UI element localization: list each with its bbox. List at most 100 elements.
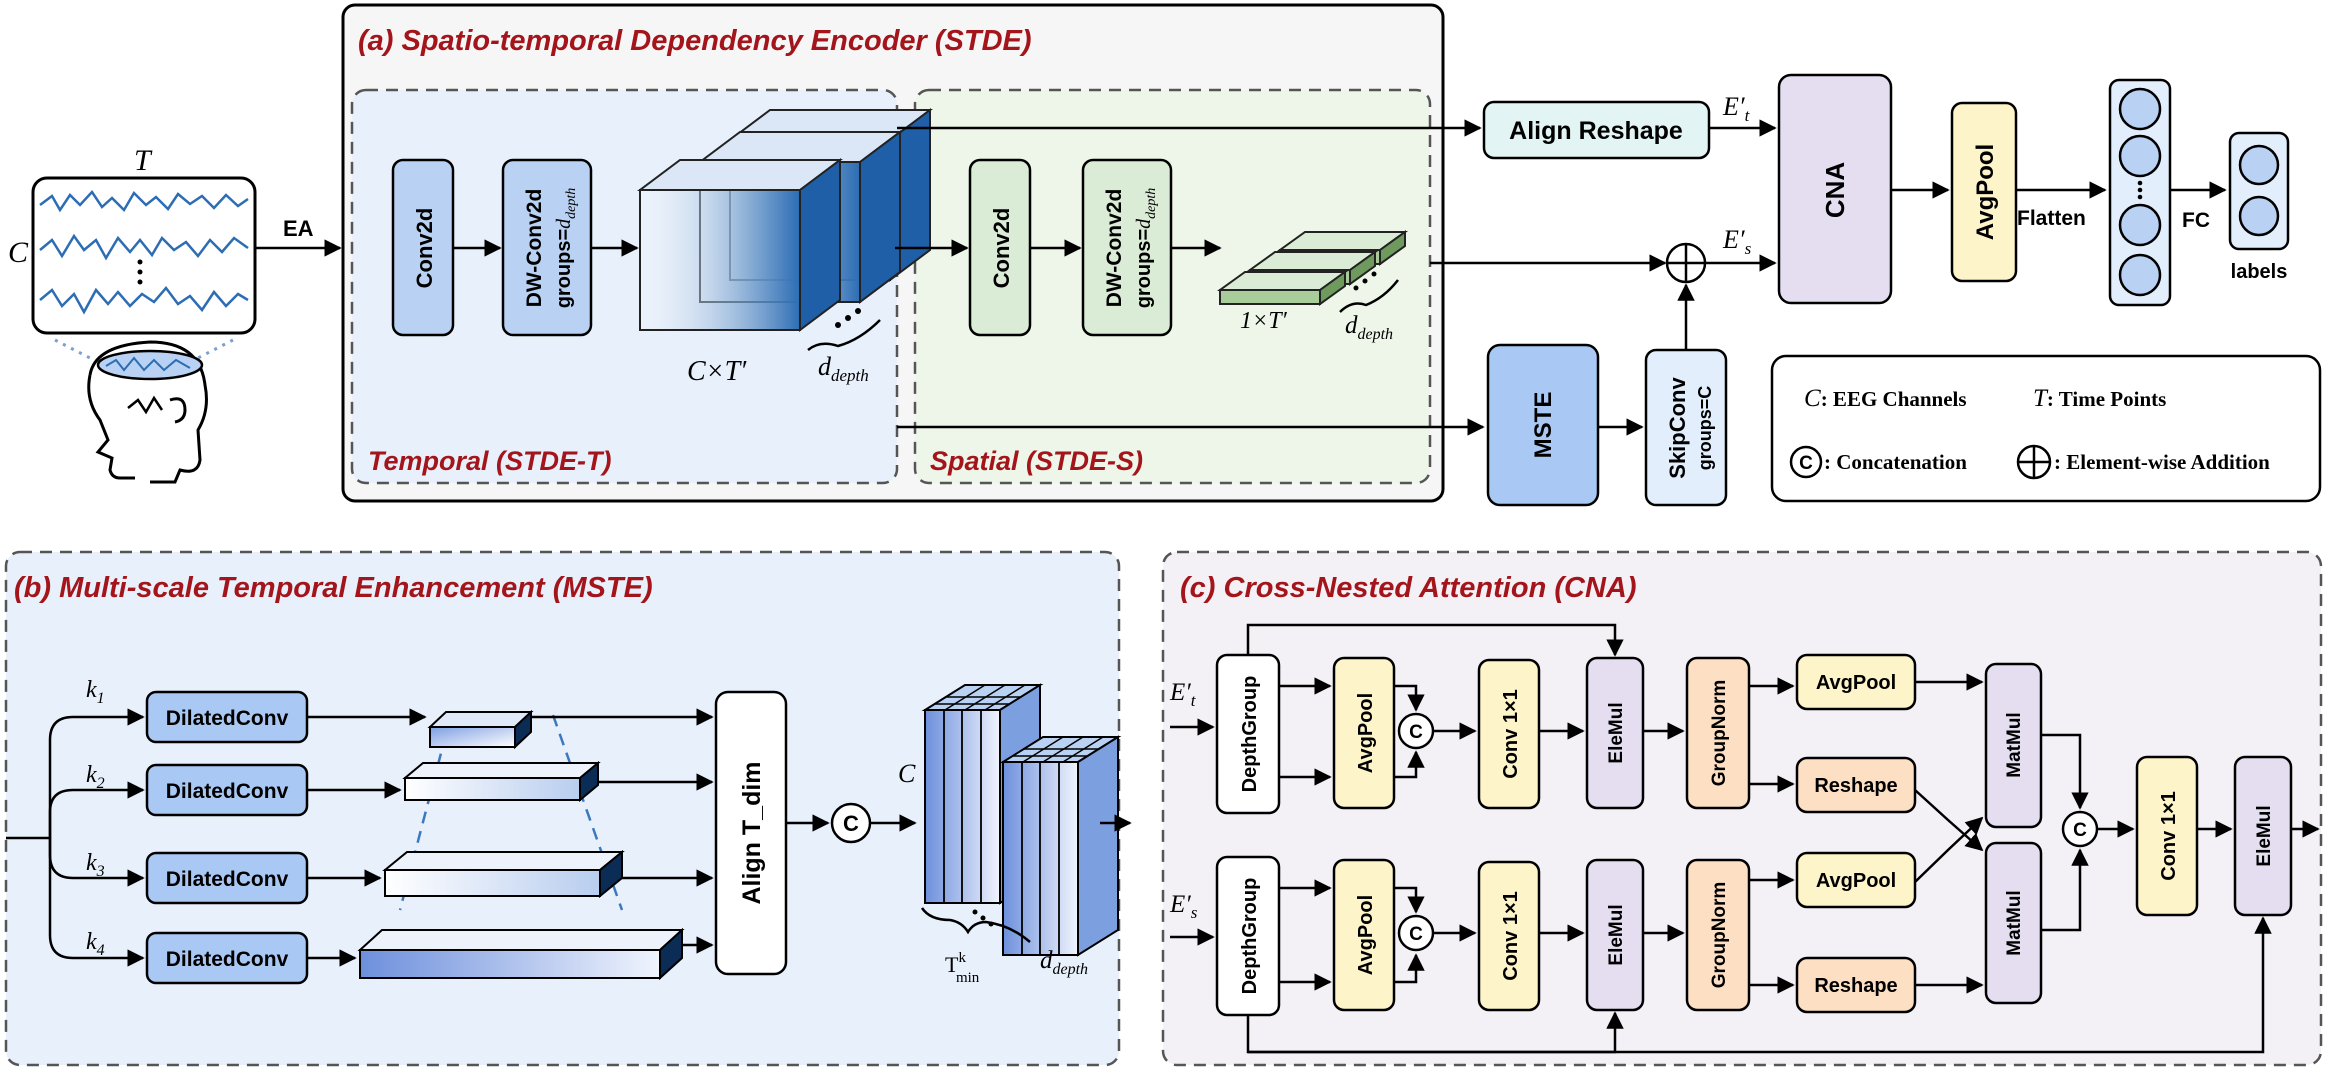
input-label-c: C — [8, 236, 29, 269]
eeg-input: T C EA — [8, 144, 342, 484]
skipconv-groups: groups=C — [1695, 386, 1715, 471]
top-reshape-block[interactable] — [1795, 756, 1917, 814]
fc-label: FC — [2182, 209, 2210, 232]
et-label: E′t — [1722, 92, 1751, 125]
top-avgpool-label: AvgPool — [1355, 693, 1377, 773]
s-conv2d-label: Conv2d — [989, 208, 1014, 289]
bottom-reshape-label: Reshape — [1814, 975, 1897, 997]
legend-add: : Element-wise Addition — [2054, 450, 2270, 474]
final-conv-label: Conv 1×1 — [2158, 791, 2180, 880]
final-elemul-label: EleMul — [2254, 805, 2275, 866]
dilatedconv-3-label: DilatedConv — [166, 868, 289, 891]
multiscale-feature-tensor — [920, 683, 1122, 957]
align-tdim-label: Align T_dim — [738, 761, 766, 904]
head-icon — [87, 340, 208, 484]
flatten-label: Flatten — [2017, 207, 2086, 230]
t-feature-dim: C×T′ — [687, 356, 747, 387]
dilatedconv-1-label: DilatedConv — [166, 707, 289, 730]
k1-label: k1 — [86, 677, 105, 707]
s-feature-dim: 1×T′ — [1240, 308, 1288, 334]
top-reshape-label: Reshape — [1814, 775, 1897, 797]
bottom-conv-block[interactable] — [1477, 860, 1541, 1012]
mste-block[interactable] — [1486, 343, 1600, 507]
concat-circle-icon — [1789, 445, 1823, 479]
k3-label: k3 — [86, 850, 105, 880]
top-matmul-label: MatMul — [2004, 712, 2025, 777]
bottom-avgpool2-block[interactable] — [1795, 851, 1917, 909]
cna-et-label: E′t — [1169, 679, 1197, 710]
bottom-groupnorm-label: GroupNorm — [1709, 882, 1730, 989]
scale-plate-2 — [402, 760, 601, 803]
spatial-label: Spatial (STDE-S) — [930, 446, 1143, 476]
scale-plate-3 — [382, 849, 625, 899]
legend-concat-symbol: C — [1799, 453, 1813, 474]
es-label: E′s — [1722, 225, 1752, 258]
align-reshape-block[interactable] — [1482, 100, 1711, 160]
legend-c: C: EEG Channels — [1804, 385, 1967, 412]
t-conv2d-label: Conv2d — [412, 208, 437, 289]
t-dwconv-label: DW-Conv2d — [523, 189, 546, 308]
avgpool-block[interactable] — [1950, 101, 2018, 283]
labels-label: labels — [2231, 261, 2288, 283]
top-depthgroup-label: DepthGroup — [1239, 676, 1261, 793]
bottom-avgpool2-label: AvgPool — [1816, 870, 1896, 892]
bottom-matmul-block[interactable] — [1984, 841, 2043, 1005]
bottom-avgpool-label: AvgPool — [1355, 895, 1377, 975]
bottom-avgpool-block[interactable] — [1332, 858, 1396, 1012]
cna-es-label: E′s — [1169, 891, 1198, 922]
mste-title: (b) Multi-scale Temporal Enhancement (MS… — [14, 572, 653, 604]
legend-t: T: Time Points — [2033, 385, 2166, 412]
top-avgpool2-label: AvgPool — [1816, 672, 1896, 694]
s-dwconv-block[interactable] — [1081, 158, 1173, 337]
scale-plate-1 — [427, 709, 534, 750]
bottom-elemul-label: EleMul — [1606, 904, 1627, 965]
stde-title: (a) Spatio-temporal Dependency Encoder (… — [358, 25, 1032, 57]
top-conv-label: Conv 1×1 — [1500, 689, 1522, 778]
top-conv-block[interactable] — [1477, 658, 1541, 810]
dilatedconv-2-label: DilatedConv — [166, 780, 289, 803]
bottom-depthgroup-label: DepthGroup — [1239, 878, 1261, 995]
k2-label: k2 — [86, 762, 105, 792]
top-groupnorm-label: GroupNorm — [1709, 680, 1730, 787]
cna-title: (c) Cross-Nested Attention (CNA) — [1180, 572, 1636, 604]
temporal-feature-cubes — [637, 108, 933, 351]
final-concat-symbol: C — [2073, 820, 2087, 841]
legend — [1770, 354, 2322, 503]
cna-panel: (c) Cross-Nested Attention (CNA) E′t E′s… — [1161, 550, 2323, 1067]
top-avgpool-block[interactable] — [1332, 656, 1396, 810]
input-label-t: T — [134, 144, 153, 177]
bottom-elemul-block[interactable] — [1585, 858, 1645, 1012]
top-matmul-block[interactable] — [1984, 662, 2043, 829]
k4-label: k4 — [86, 929, 105, 959]
bottom-concat-symbol: C — [1409, 924, 1423, 945]
flatten-vector — [2108, 78, 2172, 307]
final-conv-block[interactable] — [2135, 755, 2199, 917]
spatial-feature-plates — [1216, 230, 1409, 313]
final-elemul-block[interactable] — [2233, 755, 2293, 917]
align-reshape-label: Align Reshape — [1509, 117, 1683, 145]
bottom-conv-label: Conv 1×1 — [1500, 891, 1522, 980]
align-tdim-block[interactable] — [714, 690, 788, 976]
top-groupnorm-block[interactable] — [1685, 656, 1751, 810]
s-d-depth: ddepth — [1345, 312, 1393, 343]
scale-plate-4 — [357, 927, 685, 981]
t-d-depth: ddepth — [818, 352, 869, 385]
cna-label: CNA — [1820, 162, 1850, 219]
s-dwconv-label: DW-Conv2d — [1103, 189, 1126, 308]
top-elemul-block[interactable] — [1585, 656, 1645, 810]
stde-s-panel — [913, 88, 1432, 485]
temporal-label: Temporal (STDE-T) — [368, 446, 612, 476]
mste-label: MSTE — [1530, 392, 1557, 459]
avgpool-label: AvgPool — [1972, 144, 1999, 240]
mste-panel: (b) Multi-scale Temporal Enhancement (MS… — [4, 550, 1132, 1067]
bottom-groupnorm-block[interactable] — [1685, 858, 1751, 1012]
mste-concat-symbol: C — [843, 811, 859, 836]
classifier-pipeline: Align Reshape E′t E′s MSTE SkipConv grou… — [897, 73, 2322, 507]
legend-concat: : Concatenation — [1824, 450, 1967, 474]
t-dwconv-groups: groups=ddepth — [553, 188, 579, 309]
s-dwconv-groups: groups=ddepth — [1133, 188, 1159, 309]
t-dwconv-block[interactable] — [501, 158, 593, 337]
mste-c-label: C — [898, 759, 916, 788]
